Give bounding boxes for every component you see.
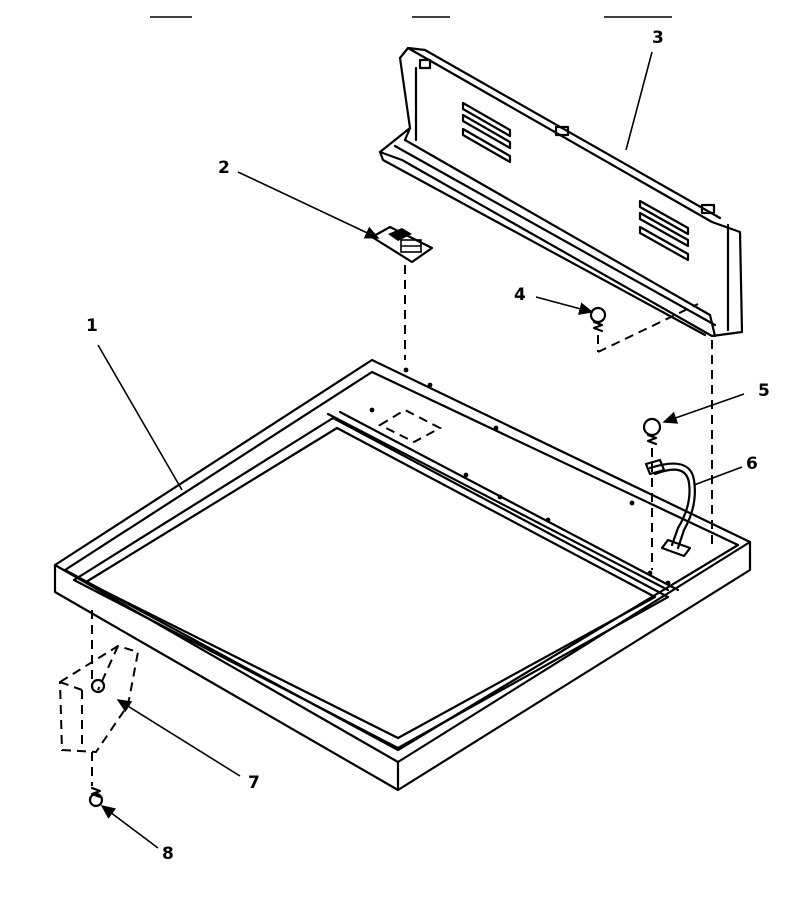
wire-harness-part-6 — [644, 458, 696, 558]
screw-part-8 — [88, 786, 104, 808]
callout-3: 3 — [652, 28, 664, 48]
leader-6 — [693, 466, 743, 486]
leader-3 — [625, 51, 653, 151]
callout-8: 8 — [162, 844, 174, 864]
callout-2: 2 — [218, 158, 230, 178]
hinge-bracket-part-7 — [58, 644, 140, 754]
screw-part-4 — [589, 306, 607, 333]
backsplash-part-3 — [378, 46, 744, 338]
screw-part-5 — [642, 417, 662, 446]
leader-8 — [100, 805, 159, 849]
callout-6: 6 — [746, 454, 758, 474]
leader-7 — [116, 699, 241, 777]
top-panel-part-1 — [53, 358, 752, 792]
assembly-lines — [91, 265, 713, 786]
leader-5 — [662, 393, 745, 424]
callout-1: 1 — [86, 316, 98, 336]
leader-4 — [535, 296, 594, 315]
leader-lines — [97, 51, 745, 849]
leader-1 — [97, 344, 183, 491]
bracket-part-2 — [370, 225, 434, 264]
callout-5: 5 — [758, 381, 770, 401]
callout-7: 7 — [248, 773, 260, 793]
callout-4: 4 — [514, 285, 526, 305]
leader-2 — [237, 171, 380, 239]
